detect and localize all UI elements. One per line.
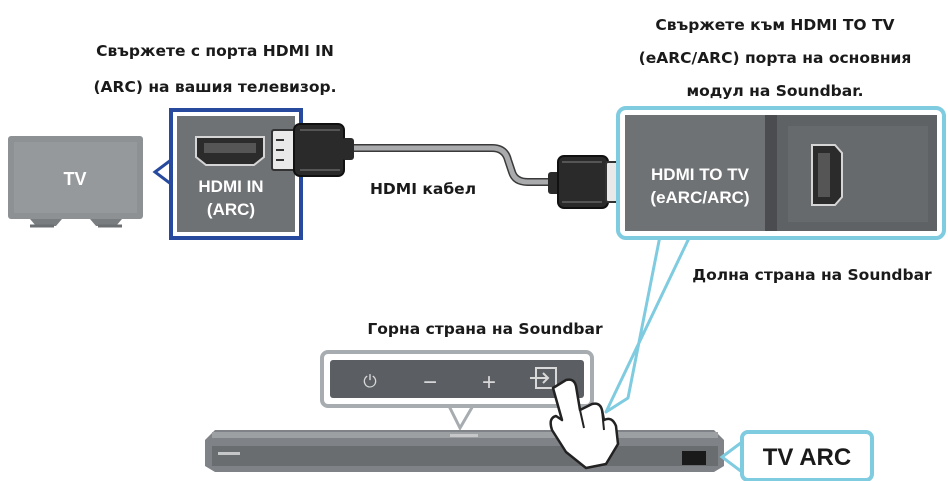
volume-up-icon: + (482, 369, 496, 396)
soundbar-connect-instruction: Свържете към HDMI TO TV (eARC/ARC) порта… (620, 12, 930, 104)
hdmi-in-label-1: HDMI IN (198, 177, 263, 196)
hdmi-plug-left (271, 123, 354, 177)
volume-down-icon: − (423, 369, 437, 396)
soundbar-bottom-callout: HDMI TO TV (eARC/ARC) (604, 106, 946, 414)
tv-icon: TV (8, 136, 143, 228)
soundbar-unit (205, 430, 724, 472)
top-panel-callout: ⏻ − + (320, 350, 594, 432)
hdmi-to-tv-label-1: HDMI TO TV (651, 165, 750, 184)
sb-connect-line-2: (eARC/ARC) порта на основния (638, 49, 912, 67)
tv-label: TV (63, 169, 86, 189)
hdmi-to-tv-label-2: (eARC/ARC) (650, 188, 749, 207)
source-input-icon (530, 367, 557, 389)
hdmi-in-label-2: (ARC) (207, 200, 255, 219)
tv-connect-instruction: Свържете с порта HDMI IN (ARC) на вашия … (70, 38, 360, 100)
sb-connect-line-3: модул на Soundbar. (686, 82, 864, 100)
display-text: TV ARC (763, 444, 851, 471)
hdmi-cable (271, 123, 631, 209)
display-callout: TV ARC (719, 430, 874, 481)
top-side-label: Горна страна на Soundbar (367, 320, 603, 338)
bottom-side-label: Долна страна на Soundbar (692, 266, 932, 284)
sb-connect-line-1: Свържете към HDMI TO TV (655, 16, 895, 34)
hand-pointer-icon (549, 378, 620, 470)
cable-label: HDMI кабел (369, 180, 477, 198)
tv-connect-line-2: (ARC) на вашия телевизор. (93, 78, 337, 96)
power-button-icon: ⏻ (363, 372, 377, 391)
tv-connect-line-1: Свържете с порта HDMI IN (96, 42, 334, 60)
